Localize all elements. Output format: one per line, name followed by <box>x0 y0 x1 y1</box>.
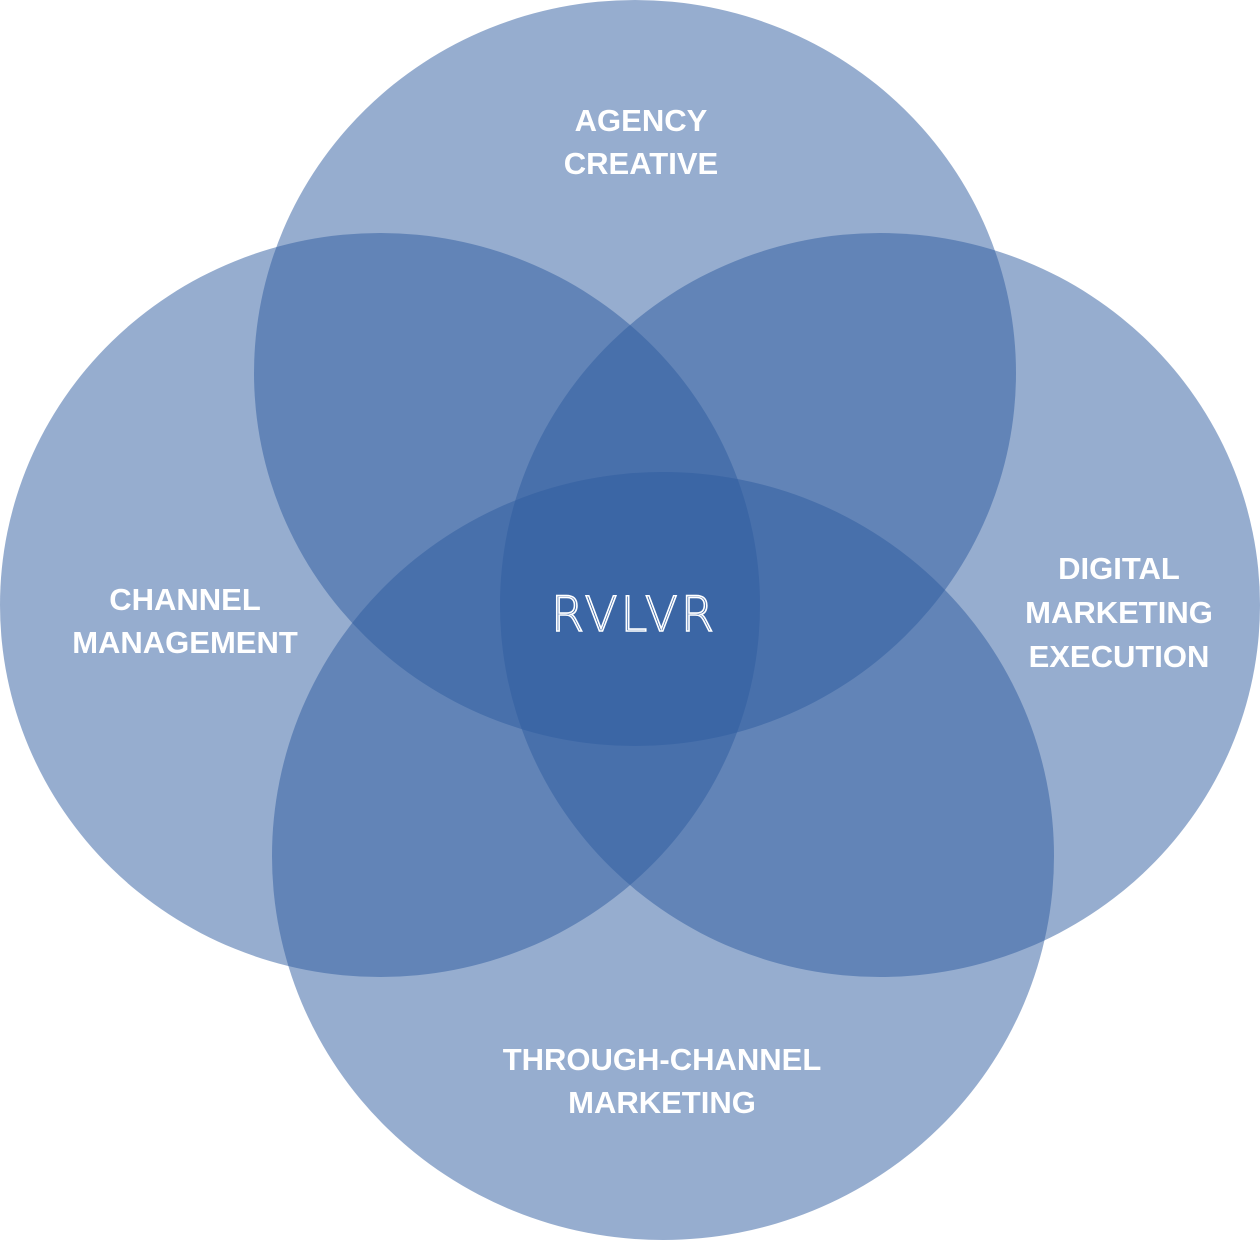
set-label-line: THROUGH-CHANNEL <box>503 1042 822 1077</box>
set-label-line: CREATIVE <box>564 146 718 181</box>
set-label-line: MARKETING <box>568 1085 756 1120</box>
set-label-line: MANAGEMENT <box>72 625 298 660</box>
set-label-line: EXECUTION <box>1029 639 1210 674</box>
set-label-line: MARKETING <box>1025 595 1213 630</box>
set-label-channel-management: CHANNEL MANAGEMENT <box>72 582 298 660</box>
set-label-line: AGENCY <box>575 103 708 138</box>
circle-through-channel-marketing <box>272 472 1054 1240</box>
set-label-agency-creative: AGENCY CREATIVE <box>564 103 718 181</box>
set-label-through-channel-marketing: THROUGH-CHANNEL MARKETING <box>503 1042 822 1120</box>
center-brand-label: RVLVR <box>551 587 717 643</box>
set-label-line: DIGITAL <box>1058 551 1180 586</box>
set-label-digital-marketing-execution: DIGITAL MARKETING EXECUTION <box>1025 551 1213 674</box>
set-label-line: CHANNEL <box>109 582 261 617</box>
